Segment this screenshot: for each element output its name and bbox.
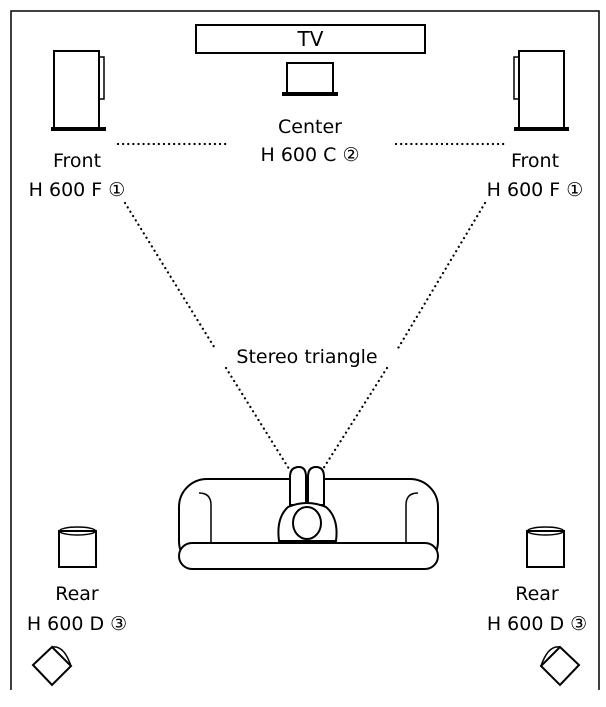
center-model: H 600 C ② (261, 144, 360, 166)
front-right-speaker-side (513, 56, 520, 100)
front-right-title: Front (511, 150, 559, 172)
rear-right-speaker-body (526, 530, 565, 568)
rear-right-speaker-top (526, 526, 565, 536)
front-left-speaker-body (53, 50, 100, 129)
center-title: Center (278, 116, 342, 138)
stereo-triangle-left-lower (224, 366, 298, 482)
center-speaker-body (286, 62, 334, 94)
front-right-speaker-base (514, 127, 569, 131)
sofa-left-arm (198, 492, 212, 543)
center-speaker-icon (282, 62, 338, 96)
tv-screen-body (195, 24, 426, 54)
front-right-speaker-icon (513, 50, 569, 131)
rear-right-top-view-edge (540, 646, 561, 667)
center-speaker-base (282, 92, 338, 96)
front-left-speaker-base (51, 127, 106, 131)
room-outline (10, 10, 600, 690)
listener-right-leg (307, 465, 325, 506)
front-left-speaker-side (98, 56, 105, 100)
listener-left-leg (289, 465, 307, 506)
rear-left-model: H 600 D ③ (27, 613, 127, 635)
front-left-model: H 600 F ① (29, 179, 126, 201)
rear-left-speaker-icon (58, 526, 97, 568)
sofa-seat (178, 542, 439, 570)
sofa-with-listener-icon (178, 465, 439, 570)
rear-left-speaker-top-view-icon (31, 645, 73, 687)
rear-right-speaker-icon (526, 526, 565, 568)
front-left-title: Front (53, 150, 101, 172)
sofa-right-arm (405, 492, 419, 543)
rear-right-model: H 600 D ③ (487, 613, 587, 635)
stereo-triangle-right-upper (395, 201, 487, 352)
stereo-triangle-left-upper (123, 201, 218, 352)
listener-head (292, 506, 322, 540)
tv-label: TV (297, 27, 324, 51)
rear-left-speaker-top (58, 526, 97, 536)
rear-right-title: Rear (515, 583, 559, 605)
rear-left-top-view-edge (51, 646, 72, 667)
rear-right-top-view-body (539, 645, 581, 687)
front-right-speaker-body (518, 50, 565, 129)
rear-left-speaker-body (58, 530, 97, 568)
stereo-triangle-right-lower (314, 366, 389, 482)
stereo-triangle-label: Stereo triangle (236, 346, 377, 368)
rear-right-speaker-top-view-icon (539, 645, 581, 687)
front-right-model: H 600 F ① (487, 179, 584, 201)
tv-screen: TV (195, 24, 426, 54)
front-left-speaker-icon (51, 50, 106, 131)
rear-left-title: Rear (55, 583, 99, 605)
